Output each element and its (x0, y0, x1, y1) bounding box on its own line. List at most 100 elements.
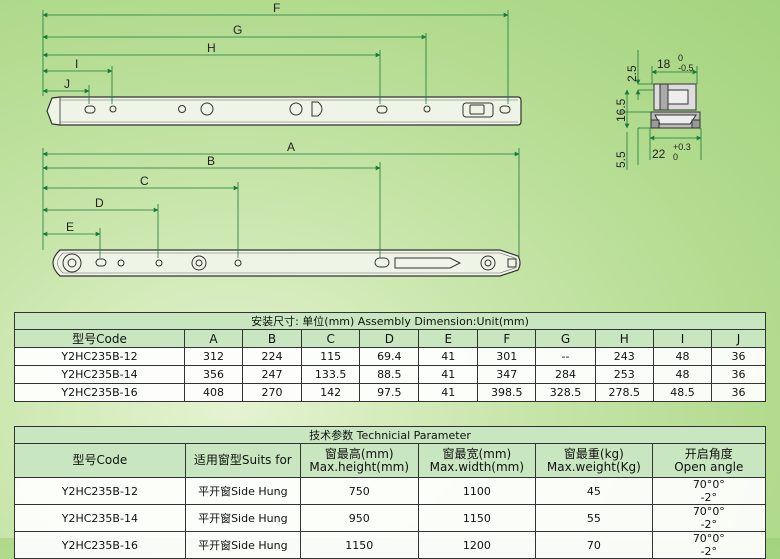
cell: 356 (184, 365, 244, 384)
cell: 36 (711, 383, 766, 402)
cell: 270 (242, 383, 302, 402)
table-row: Y2HC235B-14 356 247 133.5 88.5 41 347 28… (13, 365, 766, 384)
cell-width: 1200 (417, 531, 537, 559)
cell: 41 (418, 383, 479, 402)
section-height-mid: 16.5 (614, 98, 628, 122)
cell-weight: 70 (535, 531, 653, 559)
assembly-dimension-table: 安装尺寸: 单位(mm) Assembly Dimension:Unit(mm)… (13, 312, 766, 402)
dim-label-d: D (95, 196, 104, 210)
cell: 115 (300, 347, 361, 366)
cell-width: 1150 (417, 504, 537, 532)
header-max-height-cn: 窗最高(mm) (324, 446, 394, 461)
header-f: F (477, 329, 537, 348)
cell: 48 (652, 365, 713, 384)
header-max-weight-cn: 窗最重(kg) (563, 446, 624, 461)
dim-label-f: F (273, 1, 280, 15)
header-code: 型号Code (14, 443, 186, 478)
cell: 278.5 (594, 383, 654, 402)
dim-label-a: A (287, 140, 295, 154)
cell: -- (535, 347, 596, 366)
cell: 88.5 (359, 365, 420, 384)
tol-plus: 0° (712, 532, 725, 545)
cell: Y2HC235B-12 (13, 347, 186, 366)
cell-weight: 55 (535, 504, 653, 532)
header-open-angle-en: Open angle (674, 459, 744, 474)
cell: 247 (242, 365, 302, 384)
assembly-table-title: 安装尺寸: 单位(mm) Assembly Dimension:Unit(mm) (14, 312, 766, 330)
cell-angle: 70°0°-2° (651, 531, 767, 559)
cell: 36 (711, 365, 766, 384)
dim-label-g: G (233, 23, 242, 37)
assembly-header-row: 型号Code A B C D E F G H I J (13, 329, 766, 348)
cell-height: 1150 (299, 531, 419, 559)
cell-weight: 45 (535, 477, 653, 505)
tech-header-row: 型号Code 适用窗型Suits for 窗最高(mm)Max.height(m… (14, 443, 767, 478)
lower-arm (52, 249, 521, 277)
cell: 48.5 (652, 383, 713, 402)
cell: 224 (242, 347, 302, 366)
cell: 41 (418, 365, 479, 384)
section-top-tol-plus: 0 (678, 53, 683, 63)
cell: 408 (184, 383, 244, 402)
cell-height: 950 (299, 504, 419, 532)
header-c: C (300, 329, 361, 348)
header-e: E (418, 329, 479, 348)
cell: 69.4 (359, 347, 420, 366)
tol-plus: 0° (712, 478, 725, 491)
header-i: I (652, 329, 713, 348)
header-max-width-en: Max.width(mm) (429, 459, 525, 474)
header-max-width-cn: 窗最宽(mm) (442, 446, 512, 461)
tech-table-title: 技术参数 Technicial Parameter (14, 426, 766, 444)
table-row: Y2HC235B-16 408 270 142 97.5 41 398.5 32… (13, 383, 766, 402)
cell: 312 (184, 347, 244, 366)
header-open-angle-cn: 开启角度 (684, 446, 733, 461)
dim-label-c: C (140, 174, 149, 188)
section-bottom-width: 22 (652, 147, 666, 161)
upper-arm (46, 96, 522, 126)
cell-suits: 平开窗Side Hung (184, 504, 301, 532)
cell-height: 750 (299, 477, 419, 505)
cell: 398.5 (477, 383, 537, 402)
header-max-height-en: Max.height(mm) (309, 459, 410, 474)
header-max-weight-en: Max.weight(Kg) (546, 459, 641, 474)
header-suits-label: 适用窗型Suits for (193, 453, 292, 467)
table-row: Y2HC235B-16 平开窗Side Hung 1150 1200 70 70… (14, 531, 767, 559)
cell: 41 (418, 347, 479, 366)
angle-value: 70° (692, 478, 713, 491)
header-b: B (242, 329, 302, 348)
cell-suits: 平开窗Side Hung (184, 477, 301, 505)
section-top-tol-minus: -0.5 (678, 63, 694, 73)
header-max-height: 窗最高(mm)Max.height(mm) (299, 443, 419, 478)
technical-parameter-table: 技术参数 Technicial Parameter 型号Code 适用窗型Sui… (14, 426, 767, 559)
cell-width: 1100 (417, 477, 537, 505)
table-row: Y2HC235B-12 平开窗Side Hung 750 1100 45 70°… (14, 477, 767, 505)
angle-tolerance: 0°-2° (701, 505, 725, 531)
section-height-bottom: 5.5 (614, 151, 628, 168)
tol-minus: -2° (700, 518, 718, 531)
angle-value: 70° (692, 505, 713, 518)
dim-label-b: B (207, 154, 215, 168)
cell-angle: 70°0°-2° (651, 477, 767, 505)
cell: 301 (477, 347, 537, 366)
header-d: D (359, 329, 420, 348)
cross-section (650, 83, 701, 129)
tol-minus: -2° (700, 545, 718, 558)
header-a: A (184, 329, 244, 348)
dim-label-i: I (75, 57, 78, 71)
cell: 133.5 (300, 365, 361, 384)
header-code: 型号Code (13, 329, 186, 348)
dim-label-j: J (64, 77, 70, 91)
section-bottom-tol-plus: +0.3 (673, 142, 691, 152)
header-h: H (594, 329, 654, 348)
cell-angle: 70°0°-2° (651, 504, 767, 532)
cell: Y2HC235B-16 (13, 383, 186, 402)
cell-code: Y2HC235B-16 (14, 531, 186, 559)
header-g: G (535, 329, 596, 348)
table-row: Y2HC235B-12 312 224 115 69.4 41 301 -- 2… (13, 347, 766, 366)
cell: 347 (477, 365, 537, 384)
cell: 142 (300, 383, 361, 402)
cell: 48 (652, 347, 713, 366)
section-bottom-tol-minus: 0 (673, 152, 678, 162)
tol-minus: -2° (700, 491, 718, 504)
